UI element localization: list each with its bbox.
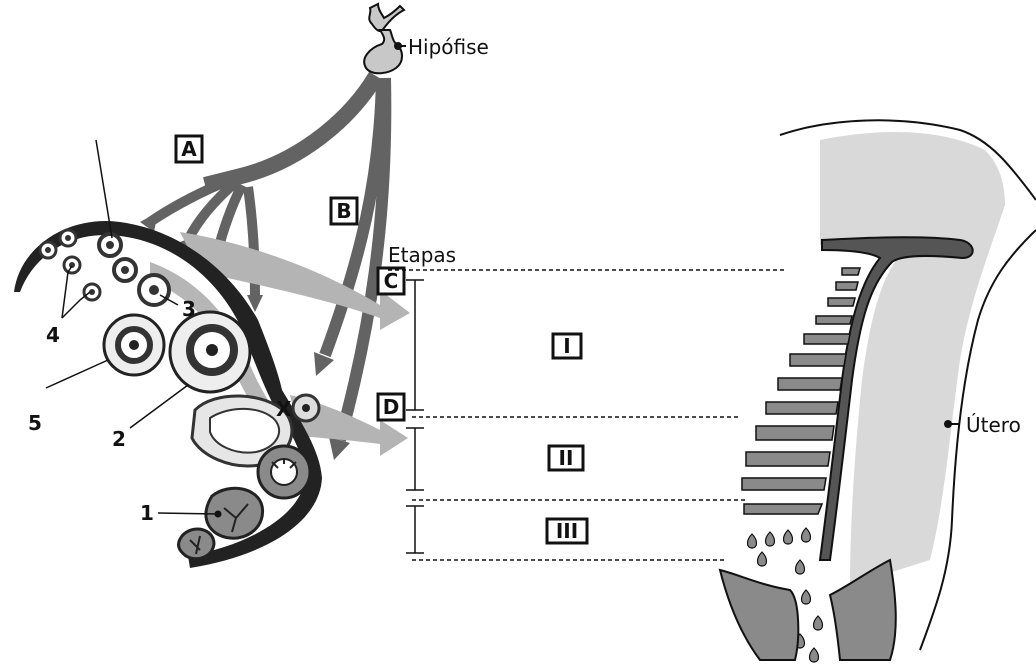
ovum-x-label: X xyxy=(276,397,292,421)
box-a: A xyxy=(176,136,202,162)
svg-text:I: I xyxy=(563,334,570,358)
pituitary-gland xyxy=(364,4,406,73)
label-4: 4 xyxy=(46,323,60,347)
svg-text:A: A xyxy=(181,137,197,161)
box-b: B xyxy=(331,198,357,224)
svg-text:B: B xyxy=(336,199,351,223)
box-c: C xyxy=(378,268,404,294)
pituitary-label: Hipófise xyxy=(408,35,489,59)
label-5: 5 xyxy=(28,411,42,435)
box-d: D xyxy=(378,394,404,420)
uterus-label: Útero xyxy=(966,413,1021,437)
svg-text:II: II xyxy=(559,446,574,470)
secondary-follicle xyxy=(104,315,164,375)
mature-follicle xyxy=(170,312,250,392)
corpus-luteum xyxy=(258,446,310,498)
svg-text:C: C xyxy=(384,269,399,293)
stage-ii-box: II xyxy=(549,446,583,470)
label-2: 2 xyxy=(112,427,126,451)
released-ovum xyxy=(293,395,319,421)
stages-label: Etapas xyxy=(388,243,456,267)
svg-text:D: D xyxy=(383,395,400,419)
stage-iii-box: III xyxy=(547,519,587,543)
uterus xyxy=(720,120,1036,662)
svg-text:III: III xyxy=(556,519,578,543)
stage-guide-lines xyxy=(388,270,785,560)
label-1: 1 xyxy=(140,501,154,525)
label-3: 3 xyxy=(182,297,196,321)
stage-i-box: I xyxy=(553,334,581,358)
